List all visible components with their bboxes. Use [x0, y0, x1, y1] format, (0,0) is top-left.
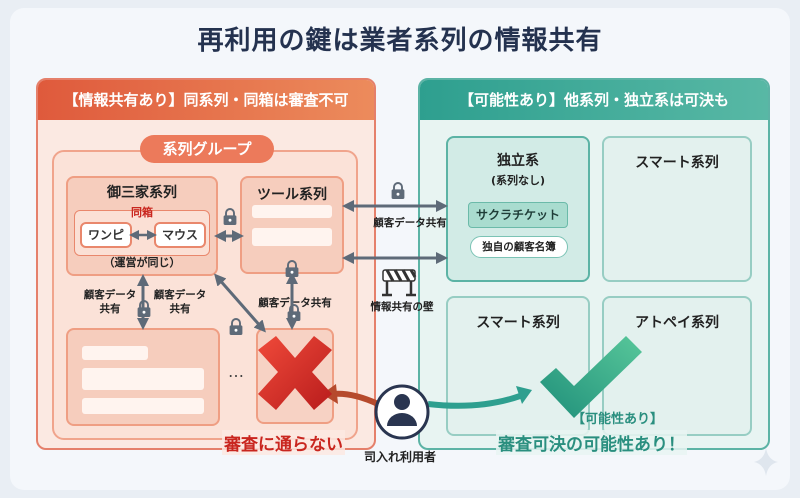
atopay-series-title: アトペイ系列 — [635, 315, 719, 331]
arrow-user-to-ok — [427, 386, 532, 409]
arrow-diagonal — [214, 273, 266, 333]
smart-series-top-title: スマート系列 — [635, 155, 719, 171]
placeholder-line-1 — [82, 346, 148, 360]
sparkle-icon — [754, 448, 778, 476]
gosanke-title: 御三家系列 — [107, 185, 177, 201]
sakura-ticket-badge: サクラチケット — [468, 202, 568, 228]
own-customer-list-badge: 独自の顧客名簿 — [470, 236, 568, 258]
lock-icon — [286, 304, 302, 322]
tool-placeholder-1 — [252, 205, 332, 218]
lock-icon — [390, 182, 406, 200]
lock-icon — [222, 208, 238, 226]
user-icon — [374, 384, 430, 440]
left-panel-header: 【情報共有あり】同系列・同箱は審査不可 — [38, 80, 374, 120]
share-label-1: 顧客データ 共有 — [83, 289, 137, 316]
share-label-2: 顧客データ 共有 — [153, 289, 207, 316]
reject-text: 審査に通らない — [222, 430, 345, 455]
cross-icon — [258, 336, 332, 410]
wall-label: 情報共有の壁 — [370, 301, 434, 313]
smart-series-box-bottom: スマート系列 — [446, 296, 590, 436]
mouse-box: マウス — [154, 222, 206, 248]
wanpi-box: ワンピ — [80, 222, 132, 248]
smart-series-bottom-title: スマート系列 — [476, 315, 560, 331]
page-title: 再利用の鍵は業者系列の情報共有 — [197, 26, 603, 56]
independent-subtitle: (系列なし) — [490, 174, 546, 187]
ok-tag: 【可能性あり】 — [572, 412, 664, 427]
placeholder-line-2 — [82, 368, 204, 390]
barrier-icon — [382, 269, 417, 297]
ok-text: 審査可決の可能性あり！ — [496, 430, 687, 455]
lock-icon — [284, 260, 300, 278]
keiretsu-group-label: 系列グループ — [140, 135, 274, 163]
lock-icon — [228, 318, 244, 336]
placeholder-line-3 — [82, 398, 204, 414]
right-panel-header: 【可能性あり】他系列・独立系は可決も — [420, 80, 768, 120]
middle-share-label: 顧客データ共有 — [373, 217, 447, 229]
smart-series-box-top: スマート系列 — [602, 136, 752, 282]
user-label: 司入れ利用者 — [363, 450, 436, 464]
ellipsis: … — [228, 362, 244, 381]
same-box-label: 同箱 — [131, 206, 153, 219]
tool-title: ツール系列 — [257, 187, 327, 203]
gosanke-note: （運営が同じ） — [103, 256, 181, 269]
tool-placeholder-2 — [252, 228, 332, 246]
check-icon — [540, 336, 642, 418]
independent-title: 独立系 — [497, 153, 539, 169]
